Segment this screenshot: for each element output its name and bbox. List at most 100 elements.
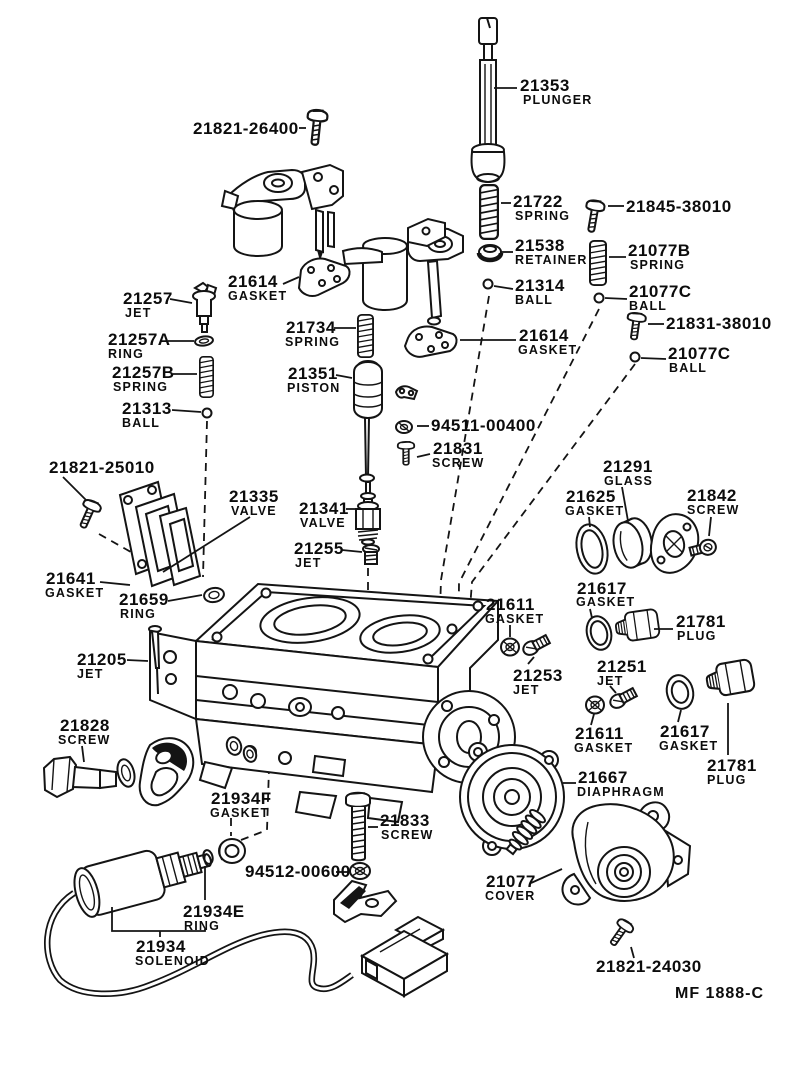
svg-text:PISTON: PISTON [287,381,341,395]
svg-text:21641: 21641 [46,569,96,588]
part-21625-gasket-ring [575,523,609,575]
svg-text:94512-00600: 94512-00600 [245,862,351,881]
part-21077c-ball-upper [593,292,605,304]
svg-text:GASKET: GASKET [518,343,577,357]
part-21659-ring [203,586,225,604]
svg-text:BALL: BALL [669,361,707,375]
svg-text:21341: 21341 [299,499,349,518]
pump-arm-washer [116,758,136,788]
svg-text:SOLENOID: SOLENOID [135,954,210,968]
svg-text:RING: RING [120,607,156,621]
pipe-clamp-bracket [333,879,398,924]
svg-text:21291: 21291 [603,457,653,476]
svg-text:GLASS: GLASS [604,474,653,488]
svg-text:21821-24030: 21821-24030 [596,957,702,976]
svg-text:21934F: 21934F [211,789,272,808]
part-21828-bolt [42,755,117,799]
svg-text:JET: JET [513,683,540,697]
part-21734-spring [357,314,374,358]
part-21614-gasket-right [403,325,458,358]
svg-text:21257A: 21257A [108,330,171,349]
svg-text:21821-25010: 21821-25010 [49,458,155,477]
svg-text:21934: 21934 [136,937,186,956]
svg-text:SCREW: SCREW [432,456,485,470]
part-21611-gasket-lower [585,695,605,715]
svg-text:COVER: COVER [485,889,535,903]
part-21341-valve [355,481,381,546]
part-21614-gasket-left [297,257,351,298]
reed-valve-stack [118,480,202,588]
svg-text:21845-38010: 21845-38010 [626,197,732,216]
svg-text:21821-26400: 21821-26400 [193,119,299,138]
pump-lever-assembly [220,163,464,326]
svg-text:PLUG: PLUG [707,773,747,787]
svg-text:VALVE: VALVE [300,516,346,530]
label-94511-00400: 94511-00400 [431,416,535,435]
svg-text:SPRING: SPRING [113,380,168,394]
svg-text:GASKET: GASKET [574,741,633,755]
svg-text:RING: RING [184,919,220,933]
svg-text:21781: 21781 [707,756,757,775]
part-21251-jet [609,686,639,709]
label-21845-38010: 21845-38010 [626,197,732,216]
svg-text:21934E: 21934E [183,902,245,921]
svg-text:21831-38010: 21831-38010 [666,314,772,333]
svg-text:21077C: 21077C [668,344,731,363]
part-21353-plunger [470,17,506,184]
svg-text:21351: 21351 [288,364,338,383]
part-21667-diaphragm [459,742,565,856]
part-21781-plug-lower [703,657,757,700]
svg-text:GASKET: GASKET [228,289,287,303]
part-21934e-ring [202,849,214,865]
figure-code: MF 1888-C [675,985,764,1002]
part-21617-gasket-lower [665,674,695,710]
svg-text:SCREW: SCREW [381,828,434,842]
svg-text:21614: 21614 [519,326,569,345]
part-21351-piston [353,360,383,483]
part-21611-gasket-upper [500,637,520,657]
svg-text:21314: 21314 [515,276,565,295]
label-21821-26400: 21821-26400 [193,119,299,138]
svg-text:21842: 21842 [687,486,737,505]
svg-text:21722: 21722 [513,192,563,211]
svg-text:DIAPHRAGM: DIAPHRAGM [577,785,665,799]
svg-text:21614: 21614 [228,272,278,291]
label-94512-00600: 94512-00600 [245,862,351,881]
part-21831-screw [396,440,416,466]
part-21253-jet [522,633,552,656]
part-21077b-spring [589,240,607,286]
svg-text:JET: JET [295,556,322,570]
svg-text:21353: 21353 [520,76,570,95]
part-21291-glass [612,517,653,569]
part-21077-cover [561,801,692,906]
label-21831-38010: 21831-38010 [666,314,772,333]
part-21842-screw [688,538,717,557]
svg-text:JET: JET [77,667,104,681]
svg-text:21833: 21833 [380,811,430,830]
svg-text:GASKET: GASKET [45,586,104,600]
svg-text:GASKET: GASKET [659,739,718,753]
svg-text:21831: 21831 [433,439,483,458]
